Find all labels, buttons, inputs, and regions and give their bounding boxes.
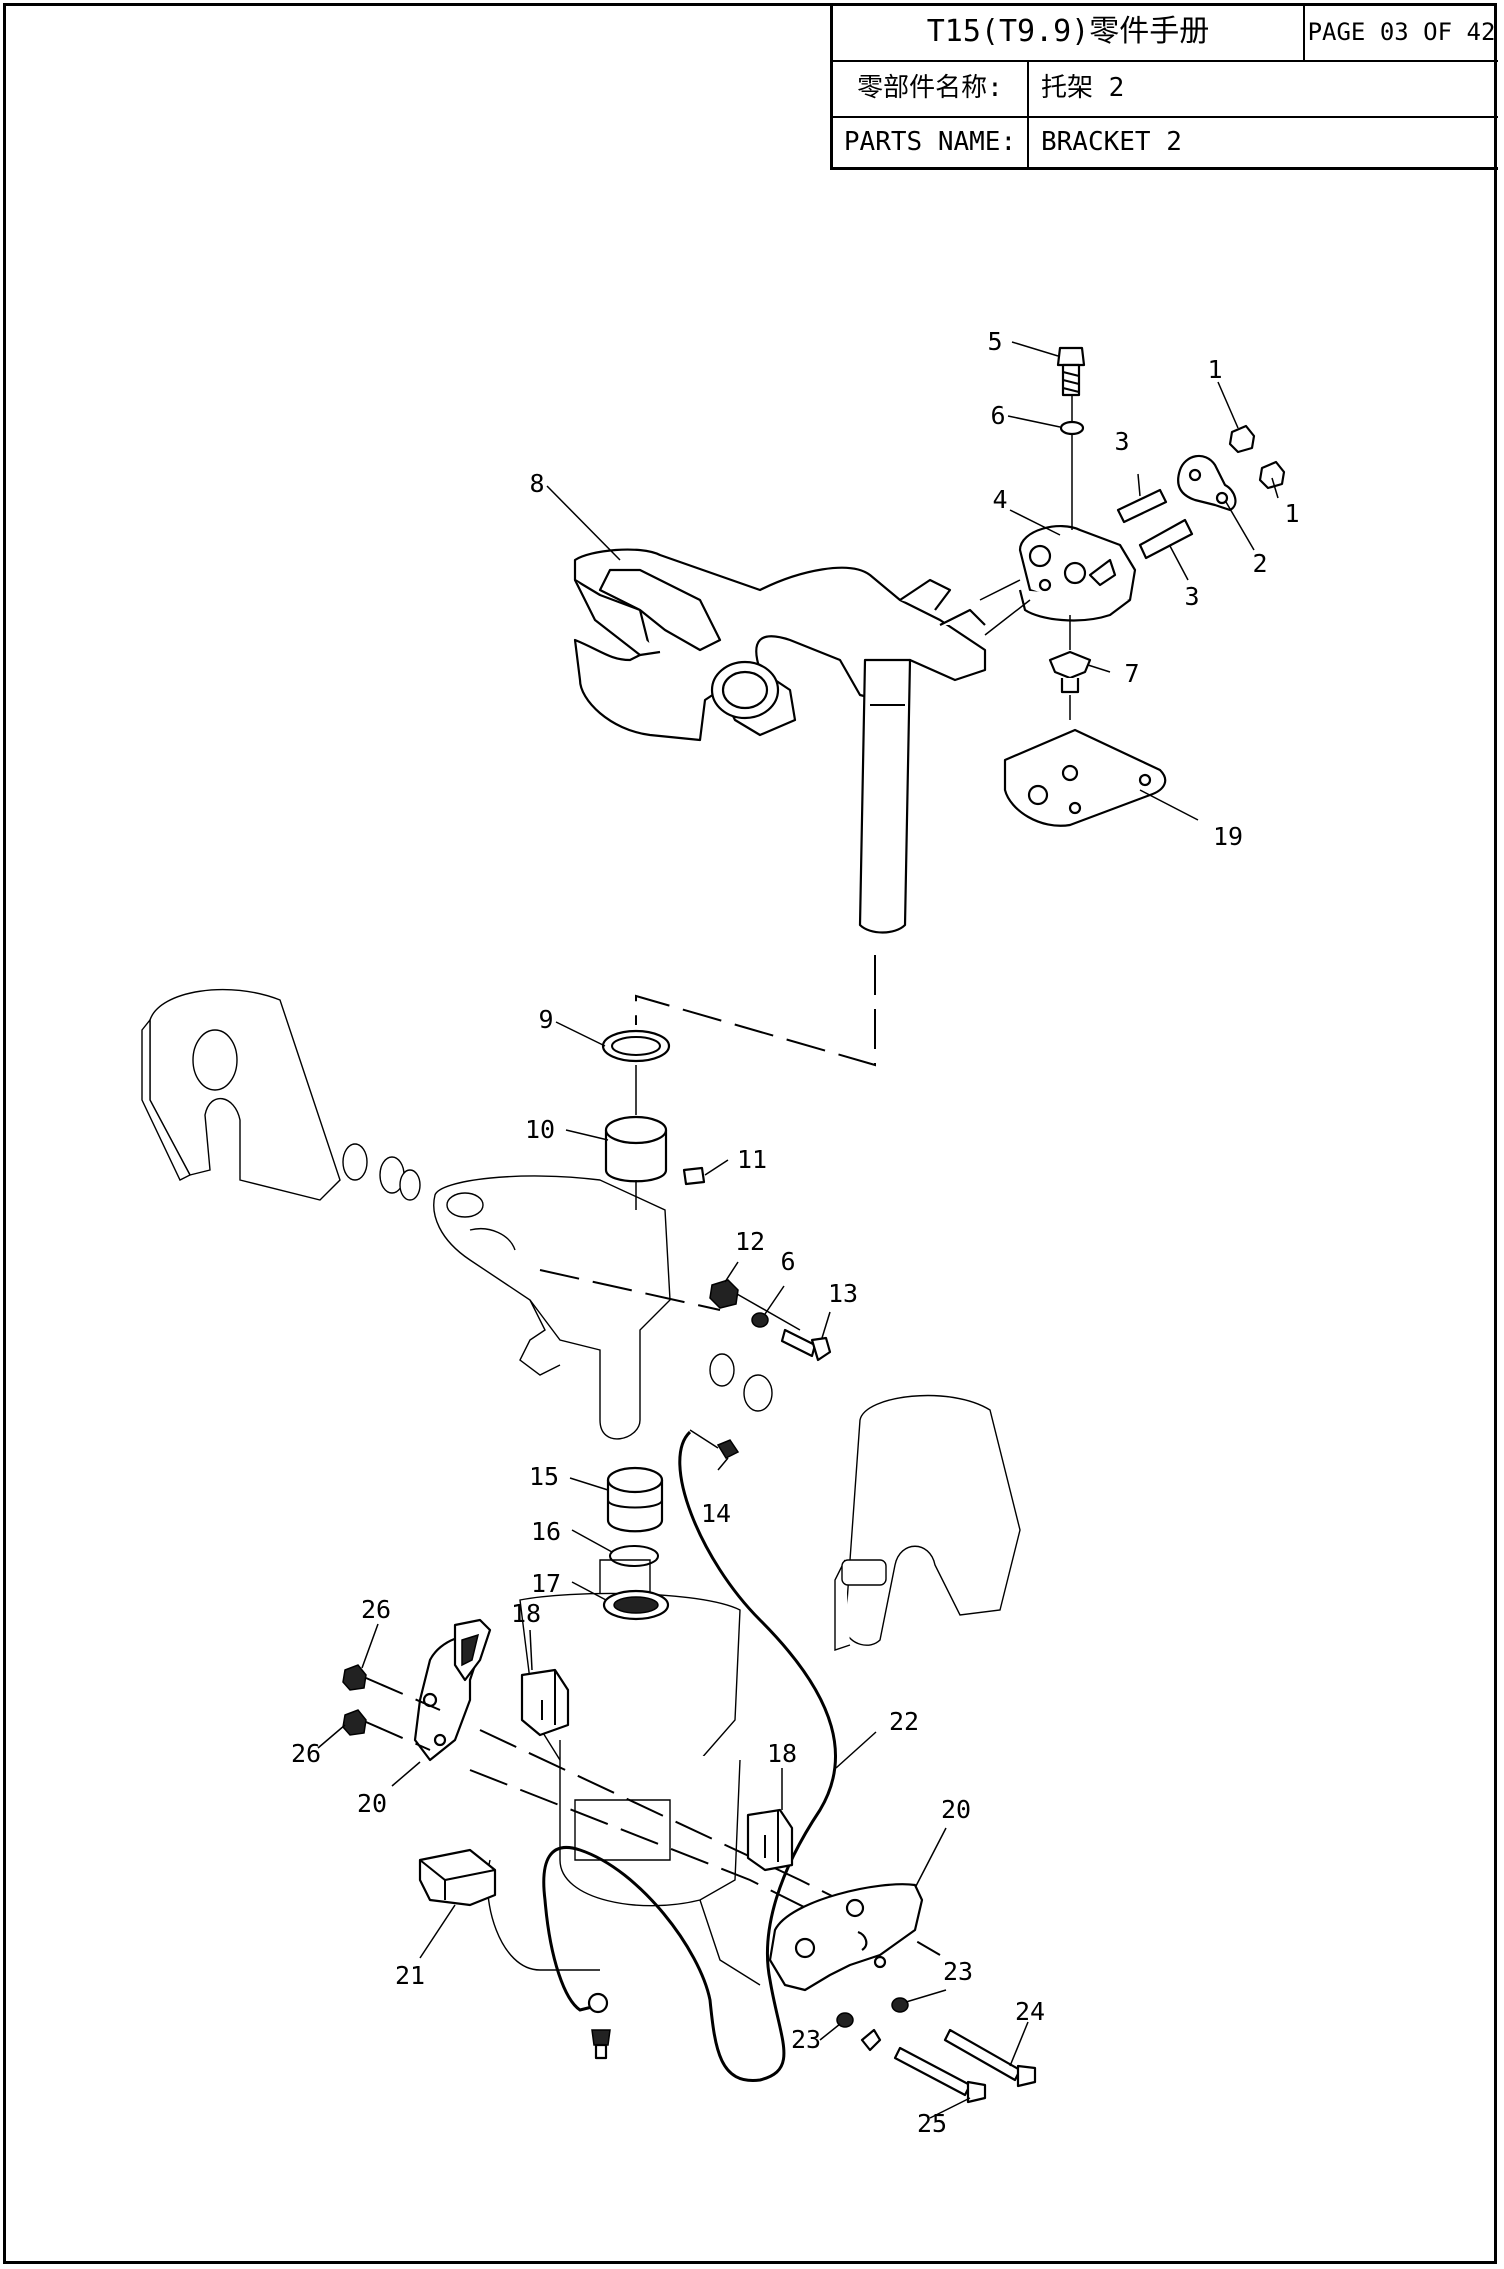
cn-name-value: 托架 2	[1041, 73, 1125, 103]
part-23-washer-lower	[836, 2012, 854, 2028]
callout-25: 25	[917, 2109, 947, 2138]
callout-3-upper: 3	[1114, 427, 1129, 456]
callout-2: 2	[1252, 549, 1267, 578]
callout-6-lower: 6	[780, 1247, 795, 1276]
part-18-rubber-mount-lower	[746, 1808, 794, 1872]
part-22-ground-wire	[542, 1430, 837, 2082]
part-11-key	[682, 1166, 706, 1186]
part-2-stud-plate	[1177, 454, 1237, 512]
callout-3-lower: 3	[1184, 582, 1199, 611]
part-7-spring-clip	[1048, 650, 1092, 694]
part-10-bushing	[604, 1115, 668, 1183]
callout-20-left: 20	[357, 1789, 387, 1818]
callout-23-lower: 23	[791, 2025, 821, 2054]
callout-numbers: 5 6 1 1 3 2 3 4 7 8 19 9 10 11 12 6 13 1…	[291, 327, 1300, 2138]
callout-24: 24	[1015, 1997, 1045, 2026]
part-18-rubber-mount-upper	[520, 1668, 570, 1737]
callout-4: 4	[992, 485, 1007, 514]
leader-lines	[317, 341, 1279, 2119]
wire-screw-bottom	[591, 2029, 611, 2046]
part-17-seal	[602, 1589, 670, 1621]
part-6-washer-upper	[1059, 420, 1085, 436]
ghost-swivel-bracket	[433, 1175, 671, 1440]
callout-21: 21	[395, 1961, 425, 1990]
callout-10: 10	[525, 1115, 555, 1144]
callout-14: 14	[701, 1499, 731, 1528]
cn-name-row: 零部件名称: 托架 2	[833, 60, 1498, 118]
part-6-washer-lower	[751, 1312, 769, 1328]
callout-20-right: 20	[941, 1795, 971, 1824]
part-4-upper-mount-bracket	[1018, 525, 1137, 622]
part-13-bolt	[780, 1328, 832, 1362]
part-25-bolt-long	[893, 2046, 987, 2104]
ghost-mount-housing	[486, 1559, 761, 1986]
part-15-bushing-lower	[606, 1466, 664, 1533]
callout-22: 22	[889, 1707, 919, 1736]
part-8-steering-bracket	[573, 548, 987, 934]
callout-12: 12	[735, 1227, 765, 1256]
wire-eyelet-right	[860, 2028, 882, 2052]
part-16-circlip	[609, 1545, 659, 1567]
drawing-frame	[3, 3, 1497, 2264]
part-3-stud-upper	[1116, 488, 1168, 524]
en-name-row: PARTS NAME: BRACKET 2	[833, 116, 1498, 167]
wire-eyelet-left	[587, 1992, 609, 2014]
callout-1-upper: 1	[1207, 355, 1222, 384]
callout-19: 19	[1213, 822, 1243, 851]
ghost-clamp-bracket-left	[141, 988, 341, 1201]
part-21-rubber-block	[418, 1848, 497, 1907]
callout-9: 9	[538, 1005, 553, 1034]
title-block: T15(T9.9)零件手册 PAGE 03 OF 42 零部件名称: 托架 2 …	[830, 3, 1498, 170]
part-20-mount-housing-right	[768, 1883, 924, 1992]
part-26-nut-upper	[342, 1664, 367, 1691]
pipe-axis-dashed	[635, 955, 876, 1067]
cn-name-label: 零部件名称:	[833, 60, 1029, 116]
callout-5: 5	[987, 327, 1002, 356]
page-number: PAGE 03 OF 42	[1307, 17, 1496, 46]
callout-17: 17	[531, 1569, 561, 1598]
part-1-nut-upper	[1228, 424, 1256, 454]
part-26-nut-lower	[342, 1709, 367, 1736]
link-line-4-8	[979, 579, 1031, 636]
callout-1-lower: 1	[1284, 499, 1299, 528]
part-24-bolt-long	[943, 2028, 1037, 2088]
part-23-washer-upper	[891, 1997, 909, 2013]
callout-15: 15	[529, 1462, 559, 1491]
manual-title: T15(T9.9)零件手册	[833, 3, 1305, 60]
part-20-mount-housing-left	[413, 1618, 492, 1762]
callout-23-upper: 23	[943, 1957, 973, 1986]
ghost-clamp-bracket-right	[834, 1394, 1021, 1651]
part-1-nut-lower	[1258, 460, 1286, 490]
en-name-label: PARTS NAME:	[833, 116, 1029, 167]
ghost-pins-left	[342, 1143, 773, 1412]
callout-26-lower: 26	[291, 1739, 321, 1768]
part-14-screw	[716, 1439, 740, 1459]
callout-13: 13	[828, 1279, 858, 1308]
callout-18-upper: 18	[511, 1599, 541, 1628]
title-row: T15(T9.9)零件手册 PAGE 03 OF 42	[833, 3, 1498, 62]
en-name-value: BRACKET 2	[1041, 126, 1182, 157]
callout-18-lower: 18	[767, 1739, 797, 1768]
callout-8: 8	[529, 469, 544, 498]
callout-6-upper: 6	[990, 401, 1005, 430]
callout-16: 16	[531, 1517, 561, 1546]
part-12-collar-nut	[709, 1279, 739, 1309]
callout-26-upper: 26	[361, 1595, 391, 1624]
callout-11: 11	[737, 1145, 767, 1174]
part-3-stud-lower	[1138, 518, 1194, 560]
part-5-bolt	[1056, 346, 1086, 397]
part-19-friction-plate	[1003, 728, 1167, 827]
callout-7: 7	[1124, 659, 1139, 688]
tilt-axis-dashed	[539, 1269, 721, 1311]
